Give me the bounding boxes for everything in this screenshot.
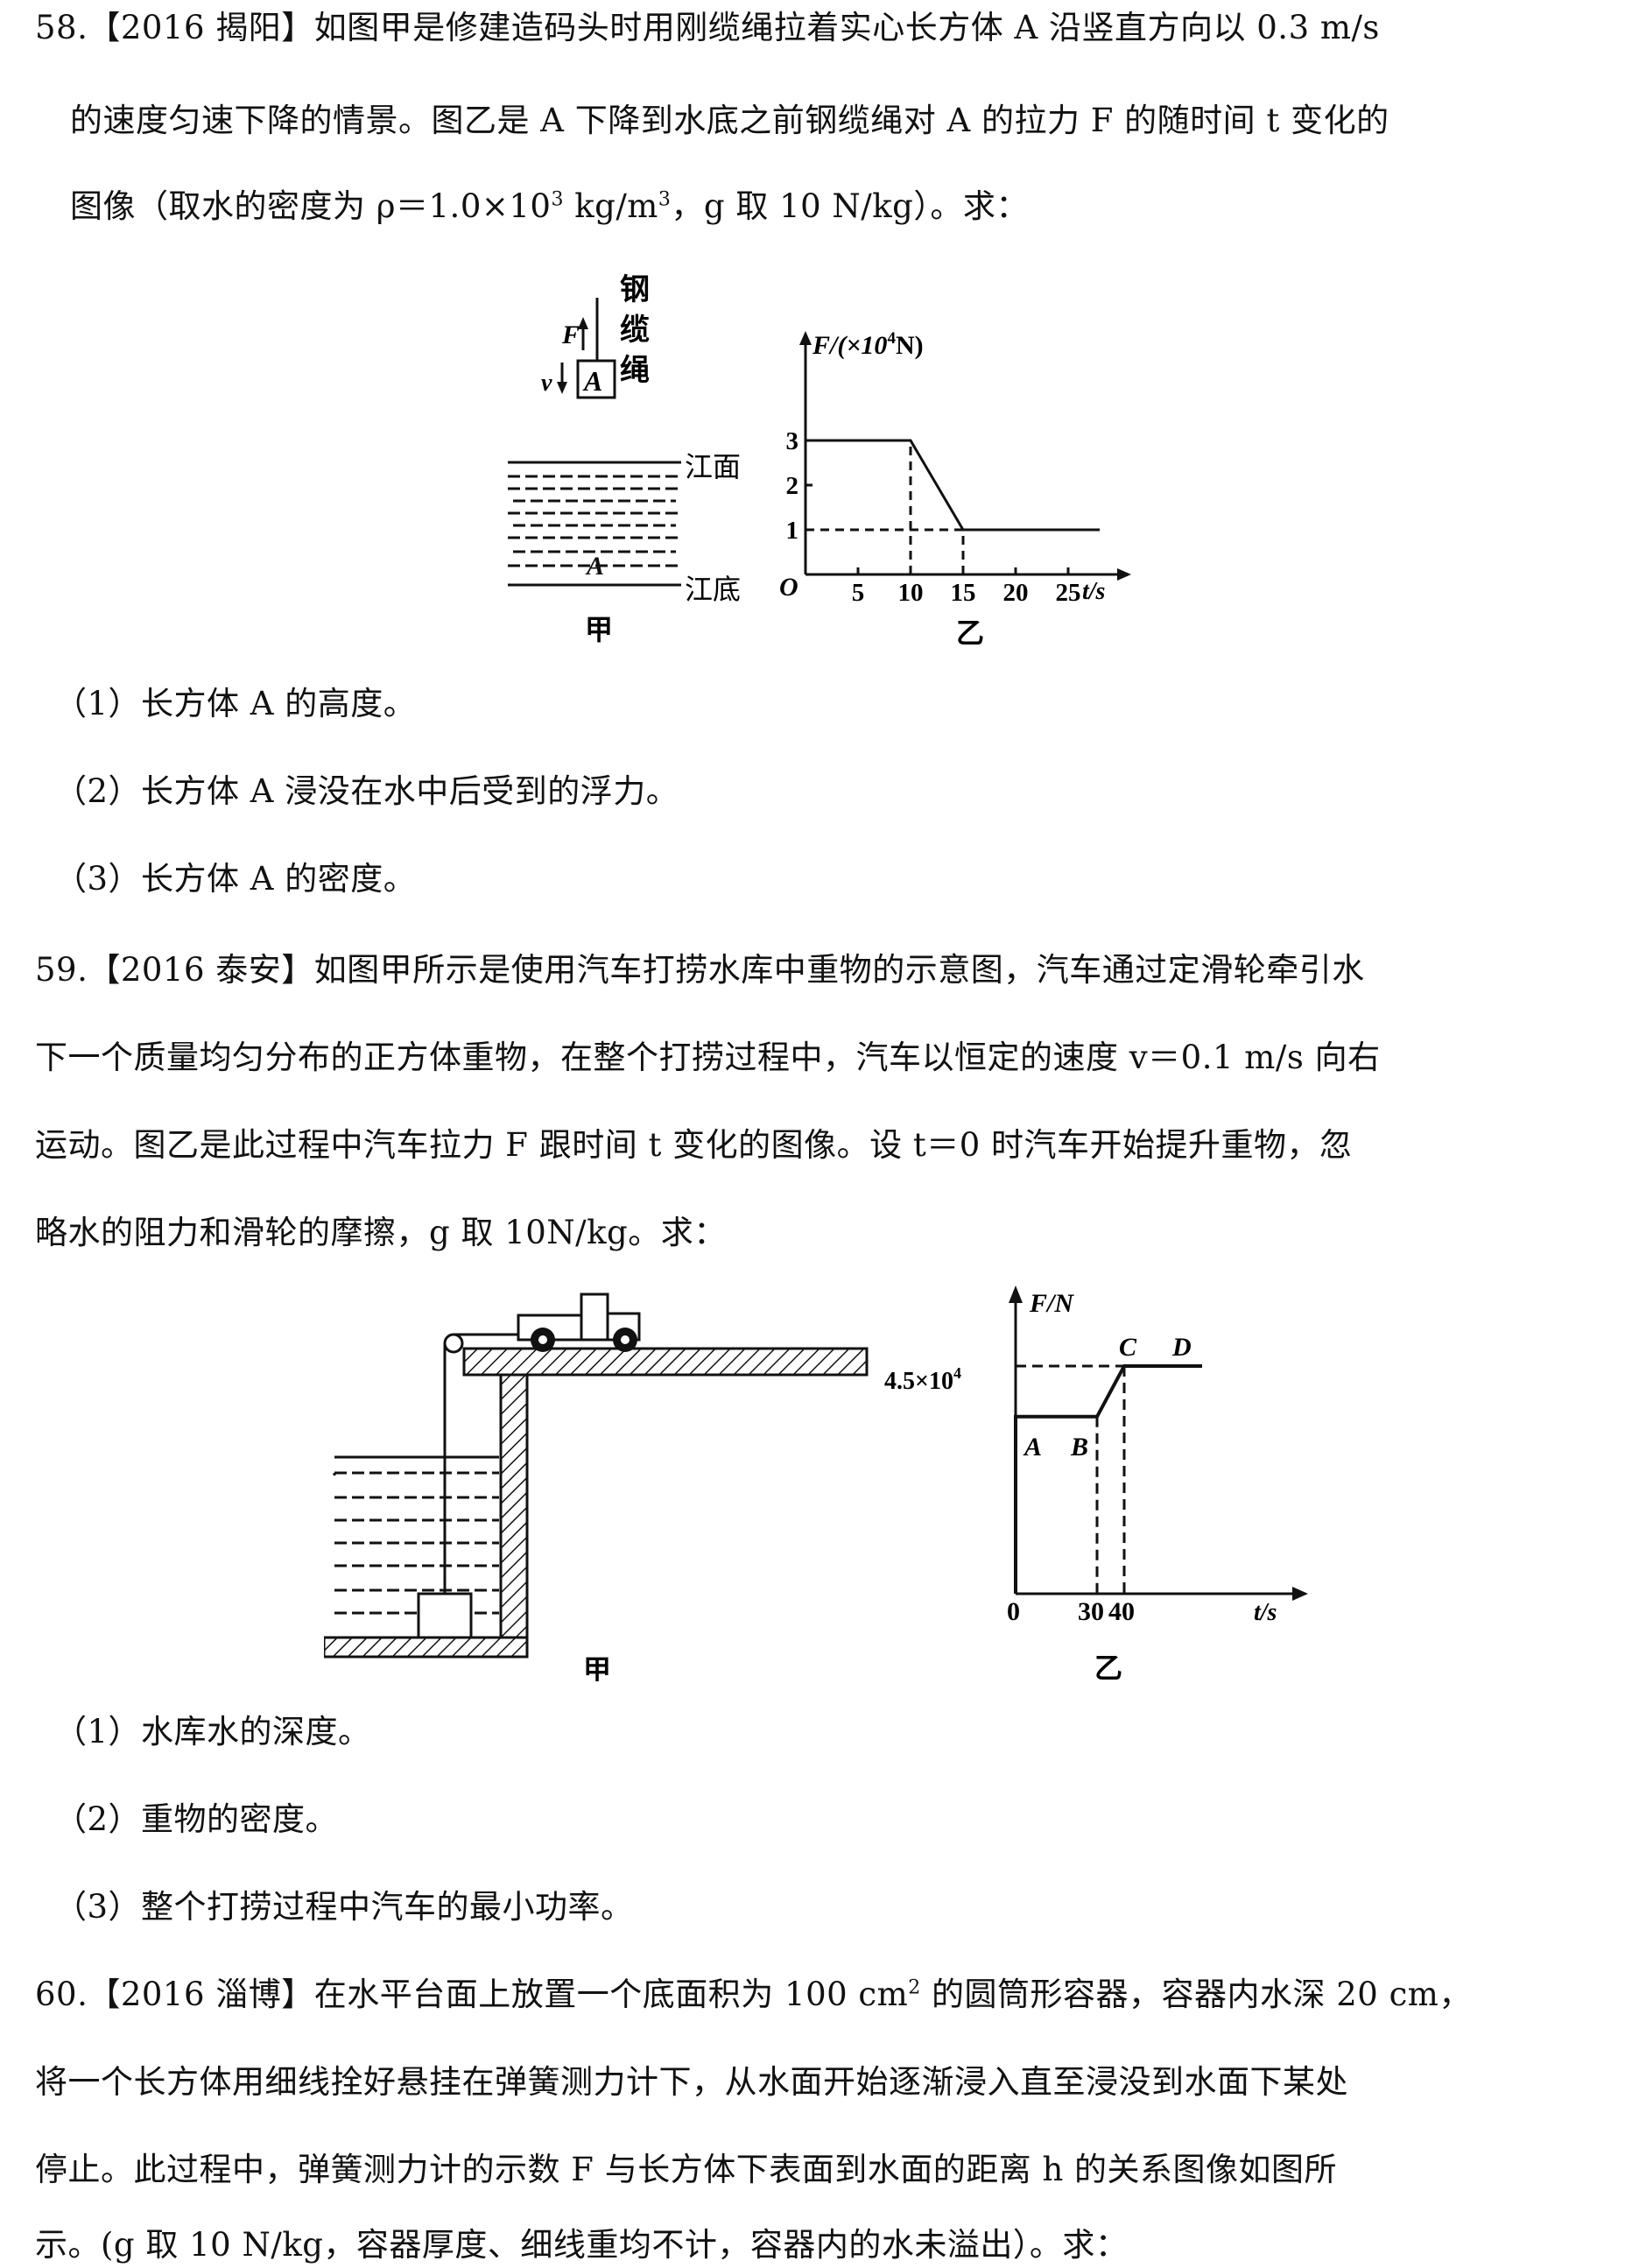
chart58-y-tick-label-1: 1 [786, 517, 799, 545]
chart58-origin: O [779, 573, 798, 602]
block-a-bottom-label: A [585, 552, 604, 581]
truck [517, 1292, 641, 1352]
chart58-y-axis-arrow [799, 331, 812, 345]
chart59-point-label-B: B [1070, 1433, 1088, 1462]
chart59-tick-30: 30 [1078, 1597, 1104, 1626]
q59-sub-2: （2）重物的密度。 [54, 1800, 339, 1838]
chart59-point-label-A: A [1023, 1433, 1042, 1462]
chart58-x-label: t/s [1082, 578, 1106, 605]
q60-line-1: 60.【2016 淄博】在水平台面上放置一个底面积为 100 cm2 的圆筒形容… [35, 1976, 1472, 2013]
pulley [443, 1333, 464, 1354]
q60-line-4: 示。(g 取 10 N/kg，容器厚度、细线重均不计，容器内的水未溢出）。求： [35, 2226, 1129, 2264]
q58-line-2: 的速度匀速下降的情景。图乙是 A 下降到水底之前钢缆绳对 A 的拉力 F 的随时… [70, 102, 1389, 139]
chart58-series-line [805, 439, 1100, 532]
q58-sub-2: （2）长方体 A 浸没在水中后受到的浮力。 [54, 772, 679, 810]
q58-line-3: 图像（取水的密度为 ρ＝1.0×103 kg/m3，g 取 10 N/kg）。求… [70, 187, 1029, 225]
cable-char-2: 缆 [620, 313, 650, 347]
q59-line-1: 59.【2016 泰安】如图甲所示是使用汽车打捞水库中重物的示意图，汽车通过定滑… [35, 951, 1365, 989]
chart58-x-tick-label-5: 5 [852, 579, 865, 607]
chart59-y-axis-arrow [1009, 1285, 1023, 1303]
caption-jia: 甲 [585, 614, 613, 645]
heavy-cube [417, 1592, 473, 1639]
chart59-caption: 乙 [1094, 1652, 1122, 1681]
river-water [508, 461, 681, 587]
q59-sub-3: （3）整个打捞过程中汽车的最小功率。 [54, 1888, 634, 1926]
force-arrow-head [578, 317, 588, 329]
wall [499, 1373, 529, 1639]
chart58-caption: 乙 [956, 617, 984, 649]
chart58-y-tick-label-2: 2 [786, 472, 799, 500]
cable-char-3: 绳 [620, 354, 650, 387]
chart59-x-axis-arrow [1292, 1587, 1308, 1601]
velocity-arrow-head [557, 382, 567, 394]
chart58-x-axis-arrow [1117, 568, 1131, 581]
block-a-label: A [582, 365, 602, 397]
chart58-y-tick-label-3: 3 [786, 427, 799, 455]
chart59-series-line [1014, 1364, 1151, 1594]
q58-sub-3: （3）长方体 A 的密度。 [54, 860, 417, 898]
chart58-x-tick-label-25: 25 [1056, 579, 1081, 607]
velocity-label: v [541, 370, 552, 397]
q59-figure-jia: 甲 [324, 1292, 869, 1681]
force-label: F [561, 320, 580, 349]
q60-line-2: 将一个长方体用细线拴好悬挂在弹簧测力计下，从水面开始逐渐浸入直至浸没到水面下某处 [35, 2063, 1348, 2101]
chart59-value-label: 4.5×104 [884, 1364, 961, 1395]
chart58-x-tick-label-10: 10 [898, 579, 924, 607]
chart58-y-label: F/(×104N) [812, 329, 924, 360]
deck [462, 1347, 869, 1377]
q58-line-1: 58.【2016 揭阳】如图甲是修建造码头时用刚缆绳拉着实心长方体 A 沿竖直方… [35, 9, 1380, 46]
q60-line-3: 停止。此过程中，弹簧测力计的示数 F 与长方体下表面到水面的距离 h 的关系图像… [35, 2151, 1338, 2188]
chart58-x-tick-label-15: 15 [951, 579, 976, 607]
bottom-label: 江底 [685, 574, 741, 605]
chart58-x-tick-label-20: 20 [1003, 579, 1029, 607]
block-a [576, 359, 616, 399]
ground [324, 1636, 529, 1659]
chart59-origin: 0 [1007, 1597, 1020, 1626]
chart59-x-label: t/s [1254, 1599, 1277, 1626]
chart59-point-label-D: D [1171, 1333, 1192, 1362]
q58-sub-1: （1）长方体 A 的高度。 [54, 685, 417, 722]
q59-line-4: 略水的阻力和滑轮的摩擦，g 取 10N/kg。求： [35, 1214, 727, 1251]
q59-line-3: 运动。图乙是此过程中汽车拉力 F 跟时间 t 变化的图像。设 t＝0 时汽车开始… [35, 1126, 1353, 1164]
q59-caption-jia: 甲 [583, 1654, 611, 1681]
q59-line-2: 下一个质量均匀分布的正方体重物，在整个打捞过程中，汽车以恒定的速度 v＝0.1 … [35, 1039, 1381, 1076]
chart59-tick-40: 40 [1108, 1597, 1135, 1626]
chart59-y-label: F/N [1029, 1289, 1074, 1318]
q58-chart-yi: F/(×104N) O t/s 乙 5 10 15 20 25 1 2 3 [779, 329, 1131, 649]
surface-label: 江面 [685, 451, 741, 482]
q59-sub-1: （1）水库水的深度。 [54, 1713, 371, 1750]
cable-char-1: 钢 [620, 273, 650, 306]
chart59-point-label-C: C [1119, 1333, 1137, 1362]
q58-figure-jia: 钢 缆 绳 F v A A 江面 江底 甲 [508, 273, 741, 645]
reservoir-water [334, 1471, 499, 1615]
